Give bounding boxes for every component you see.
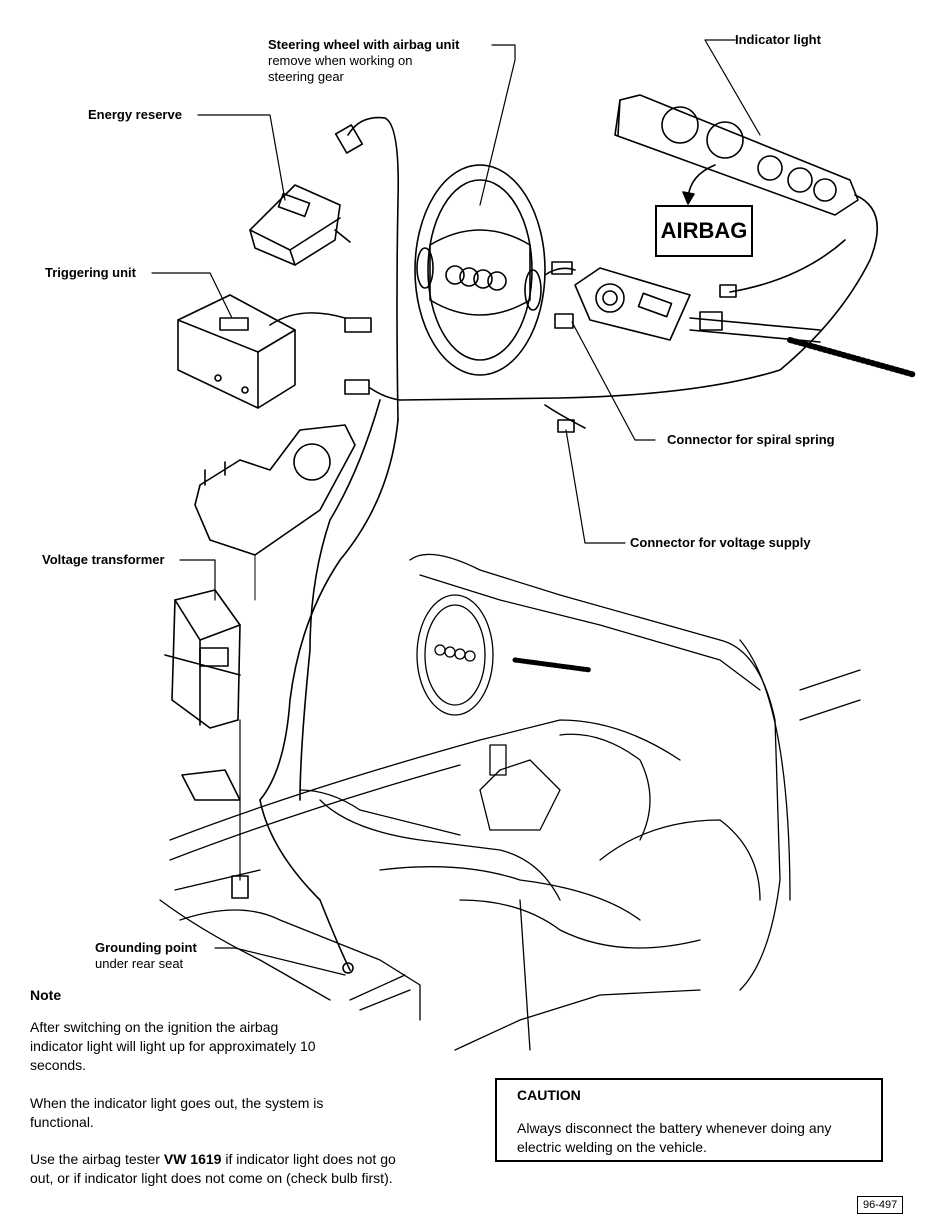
voltage-supply-label: Connector for voltage supply bbox=[630, 535, 811, 551]
note-p3-post: if indicator light does not go out, or i… bbox=[30, 1151, 396, 1186]
steering-wheel-label: Steering wheel with airbag unit remove w… bbox=[268, 37, 459, 85]
note-paragraph-2: When the indicator light goes out, the s… bbox=[30, 1095, 324, 1130]
grounding-point-label: Grounding point under rear seat bbox=[95, 940, 197, 972]
indicator-light-text: Indicator light bbox=[735, 32, 821, 47]
leader-lines bbox=[151, 39, 761, 976]
note-heading: Note bbox=[30, 987, 62, 1003]
airbag-indicator-sign: AIRBAG bbox=[655, 205, 753, 257]
note-paragraph-1: After switching on the ignition the airb… bbox=[30, 1019, 316, 1073]
figure-code: 96-497 bbox=[857, 1196, 904, 1214]
steering-column bbox=[554, 267, 918, 378]
voltage-transformer bbox=[164, 589, 241, 729]
triggering-unit-text: Triggering unit bbox=[45, 265, 136, 280]
triggering-unit-label: Triggering unit bbox=[45, 265, 136, 281]
voltage-transformer-text: Voltage transformer bbox=[42, 552, 165, 567]
voltage-transformer-label: Voltage transformer bbox=[42, 552, 165, 568]
caution-text: Always disconnect the battery whenever d… bbox=[517, 1120, 832, 1155]
instrument-cluster bbox=[399, 94, 878, 401]
grounding-point-title: Grounding point bbox=[95, 940, 197, 955]
indicator-light-label: Indicator light bbox=[735, 32, 821, 48]
tester-tool-id: VW 1619 bbox=[163, 1151, 222, 1167]
caution-box: CAUTION Always disconnect the battery wh… bbox=[495, 1078, 883, 1162]
note-paragraph-3: Use the airbag tester VW 1619 if indicat… bbox=[30, 1150, 415, 1188]
spiral-spring-text: Connector for spiral spring bbox=[667, 432, 835, 447]
steering-wheel-note-1: remove when working on bbox=[268, 53, 413, 68]
wiring-harness bbox=[181, 399, 586, 974]
mounting-bracket bbox=[194, 424, 356, 601]
spiral-spring-label: Connector for spiral spring bbox=[667, 432, 835, 448]
energy-reserve-label: Energy reserve bbox=[88, 107, 182, 123]
grounding-point-sub: under rear seat bbox=[95, 956, 184, 971]
triggering-unit bbox=[177, 294, 401, 409]
steering-wheel-airbag bbox=[414, 164, 576, 376]
steering-wheel-note-2: steering gear bbox=[268, 69, 344, 84]
energy-reserve-text: Energy reserve bbox=[88, 107, 182, 122]
energy-reserve-module bbox=[249, 116, 400, 421]
note-p3-pre: Use the airbag tester bbox=[30, 1151, 164, 1167]
vehicle-body bbox=[159, 553, 861, 1051]
steering-wheel-title: Steering wheel with airbag unit bbox=[268, 37, 460, 52]
voltage-supply-text: Connector for voltage supply bbox=[630, 535, 811, 550]
caution-heading: CAUTION bbox=[517, 1087, 581, 1103]
